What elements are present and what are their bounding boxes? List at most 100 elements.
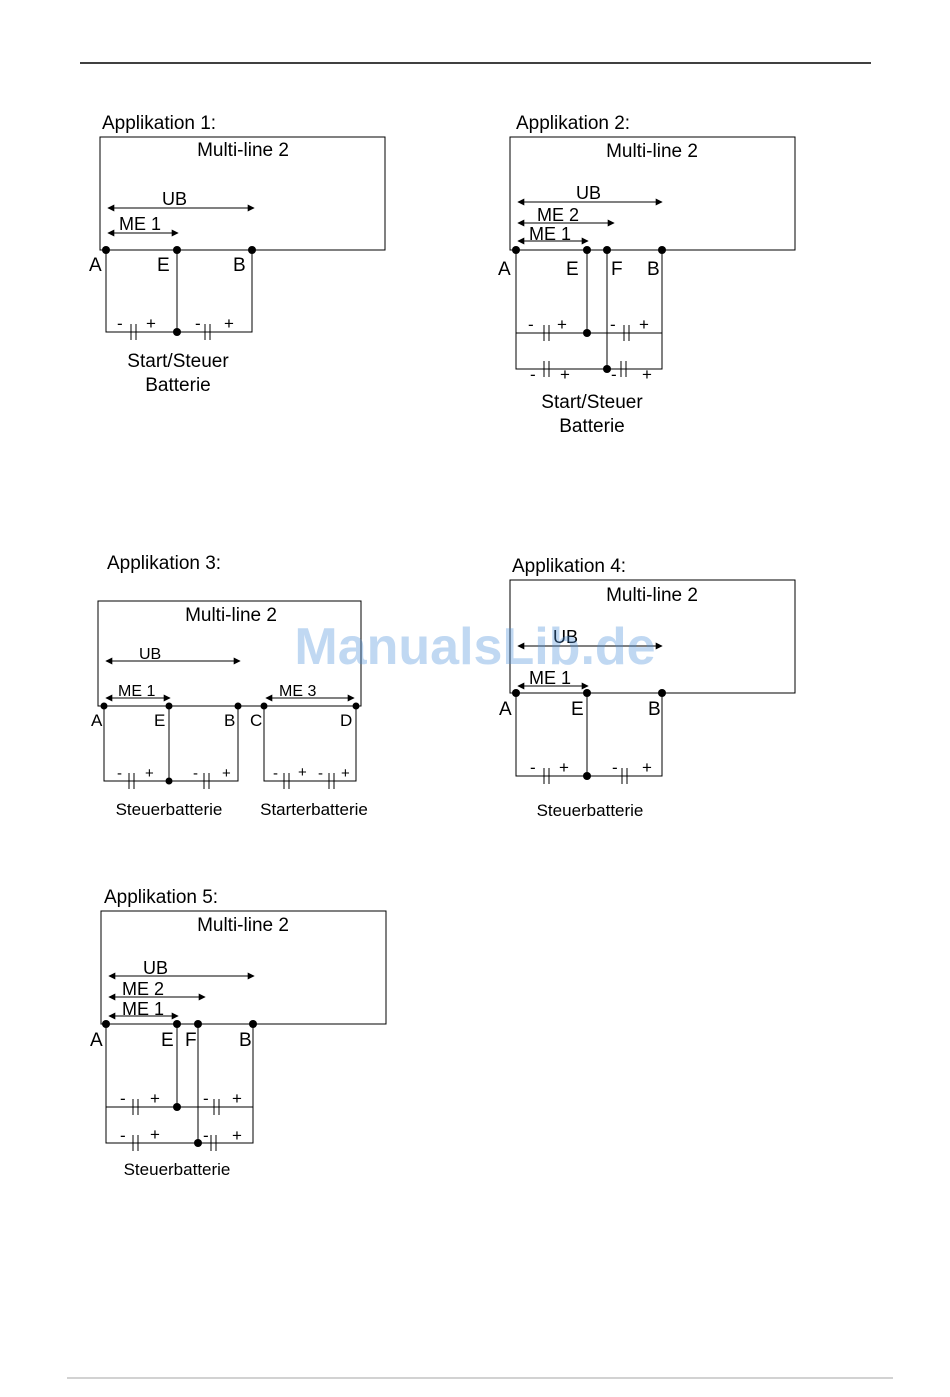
svg-text:-: - (611, 365, 617, 384)
svg-text:+: + (224, 314, 234, 333)
measurement-label: ME 1 (529, 668, 571, 688)
svg-text:+: + (642, 365, 652, 384)
measurement-label: UB (162, 189, 187, 209)
terminal-label: E (157, 255, 170, 276)
svg-text:-: - (318, 765, 323, 782)
device-label: Multi-line 2 (197, 915, 289, 936)
battery-caption: Start/Steuer (127, 351, 229, 372)
device-box (509, 136, 796, 251)
svg-text:-: - (120, 1126, 126, 1145)
device-label: Multi-line 2 (197, 140, 289, 161)
battery-caption: Steuerbatterie (116, 800, 223, 819)
svg-text:-: - (195, 314, 201, 333)
battery-caption: Starterbatterie (260, 800, 368, 819)
svg-text:-: - (612, 758, 618, 777)
terminal-label: B (648, 699, 661, 720)
svg-text:+: + (150, 1089, 160, 1108)
battery-caption: Steuerbatterie (124, 1160, 231, 1179)
svg-text:+: + (232, 1089, 242, 1108)
svg-text:+: + (560, 365, 570, 384)
svg-text:+: + (642, 758, 652, 777)
terminal-label: A (91, 711, 103, 730)
svg-text:-: - (117, 314, 123, 333)
svg-text:+: + (232, 1126, 242, 1145)
measurement-label: UB (139, 646, 161, 663)
application-3: Applikation 3: Multi-line 2 UB ME 1 ME 3… (91, 553, 368, 819)
device-label: Multi-line 2 (185, 605, 277, 626)
junction-dot (165, 777, 173, 785)
svg-text:-: - (203, 1126, 209, 1145)
measurement-label: ME 3 (279, 683, 316, 700)
device-label: Multi-line 2 (606, 585, 698, 606)
watermark: ManualsLib.de (294, 618, 655, 676)
svg-text:+: + (145, 765, 154, 782)
device-box (100, 910, 387, 1025)
application-title: Applikation 3: (107, 553, 221, 574)
battery-wiring (103, 706, 239, 782)
svg-text:-: - (610, 315, 616, 334)
battery-wiring (515, 250, 663, 370)
terminal-label: B (239, 1030, 252, 1051)
svg-text:+: + (146, 314, 156, 333)
terminal-label: B (224, 711, 235, 730)
battery-caption: Batterie (559, 416, 624, 437)
terminal-label: A (90, 1030, 103, 1051)
junction-dot (583, 772, 591, 780)
application-2: Applikation 2: Multi-line 2 UB ME 2 ME 1… (498, 113, 796, 437)
terminal-label: D (340, 711, 352, 730)
svg-text:+: + (557, 315, 567, 334)
svg-text:-: - (530, 758, 536, 777)
svg-text:-: - (528, 315, 534, 334)
svg-text:-: - (530, 365, 536, 384)
measurement-label: ME 1 (118, 683, 155, 700)
battery-caption: Steuerbatterie (537, 801, 644, 820)
measurement-label: UB (143, 958, 168, 978)
terminal-label: A (499, 699, 512, 720)
terminal-label: E (161, 1030, 174, 1051)
measurement-label: ME 1 (119, 214, 161, 234)
svg-text:+: + (559, 758, 569, 777)
application-title: Applikation 1: (102, 113, 216, 134)
application-5: Applikation 5: Multi-line 2 UB ME 2 ME 1… (90, 887, 387, 1179)
terminal-label: B (233, 255, 246, 276)
measurement-label: ME 1 (529, 224, 571, 244)
battery-caption: Start/Steuer (541, 392, 643, 413)
device-box (97, 600, 362, 707)
junction-dot (194, 1139, 202, 1147)
application-1: Applikation 1: Multi-line 2 UB ME 1 A E … (89, 113, 386, 396)
application-title: Applikation 4: (512, 556, 626, 577)
measurement-label: UB (576, 183, 601, 203)
svg-text:-: - (193, 765, 198, 782)
battery-caption: Batterie (145, 375, 210, 396)
junction-dot (173, 1103, 181, 1111)
battery-wiring (263, 706, 357, 782)
terminal-label: F (611, 259, 623, 280)
measurement-label: ME 2 (537, 205, 579, 225)
svg-text:-: - (117, 765, 122, 782)
terminal-label: A (89, 255, 102, 276)
svg-text:+: + (298, 764, 307, 781)
svg-text:+: + (150, 1125, 160, 1144)
application-4: Applikation 4: Multi-line 2 UB ME 1 A E … (499, 556, 796, 820)
measurement-label: ME 2 (122, 979, 164, 999)
measurement-label: UB (553, 627, 578, 647)
device-label: Multi-line 2 (606, 141, 698, 162)
terminal-label: F (185, 1030, 197, 1051)
svg-text:+: + (222, 765, 231, 782)
device-box (509, 579, 796, 694)
device-box (99, 136, 386, 251)
application-title: Applikation 2: (516, 113, 630, 134)
terminal-label: E (566, 259, 579, 280)
terminal-label: A (498, 259, 511, 280)
terminal-label: E (571, 699, 584, 720)
svg-text:-: - (203, 1089, 209, 1108)
terminal-label: C (250, 711, 262, 730)
junction-dot (583, 329, 591, 337)
terminal-label: B (647, 259, 660, 280)
svg-text:-: - (273, 765, 278, 782)
svg-text:+: + (639, 315, 649, 334)
battery-wiring (105, 1024, 254, 1144)
battery-wiring (515, 693, 663, 777)
